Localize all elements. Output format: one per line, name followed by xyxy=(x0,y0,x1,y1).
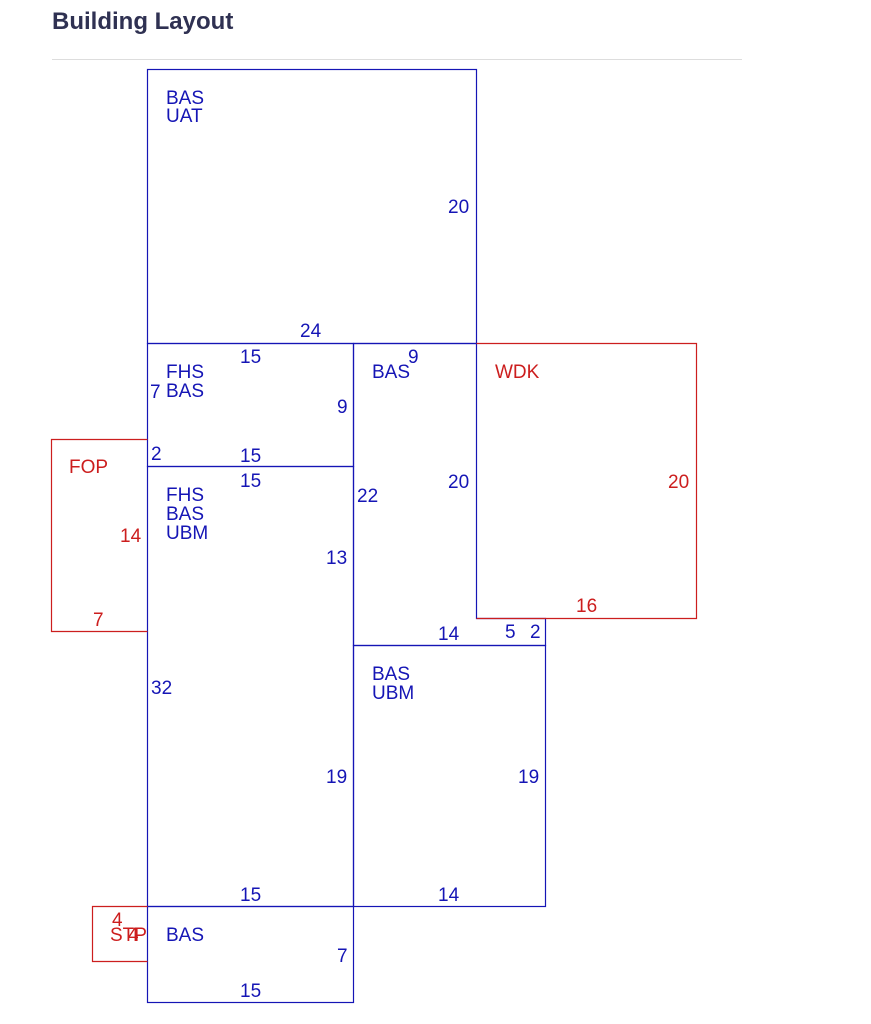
fhs-bas-ubm-code-1: FHS xyxy=(166,485,204,506)
dim-wdk-bottom: 16 xyxy=(576,596,597,617)
dim-fhs-upper-left: 7 xyxy=(150,382,161,403)
dim-fhs-upper-left-short: 2 xyxy=(151,444,162,465)
bas-center-outline xyxy=(352,342,547,647)
title-divider xyxy=(52,59,742,60)
upper-attic-code-2: UAT xyxy=(166,106,203,127)
bas-bottom-outline xyxy=(146,905,355,1004)
dim-stp-top: 4 xyxy=(112,910,123,931)
stoop-code-1: STP xyxy=(110,925,147,946)
stoop-outline xyxy=(91,905,148,963)
bas-ubm-right-code-1: BAS xyxy=(372,664,410,685)
bas-ubm-right-outline xyxy=(352,644,547,908)
dim-fhs-upper-top: 15 xyxy=(240,347,261,368)
dim-ubm-right-lower: 19 xyxy=(326,767,347,788)
dim-bas-ubm-right: 19 xyxy=(518,767,539,788)
dim-bas-ubm-bottom: 14 xyxy=(438,885,460,906)
dim-stp-side: 4 xyxy=(128,925,139,946)
fhs-bas-upper-code-2: BAS xyxy=(166,381,204,402)
page-title: Building Layout xyxy=(52,8,234,35)
dim-ubm-left: 32 xyxy=(151,678,172,699)
dim-ubm-right-upper: 13 xyxy=(326,548,347,569)
wood-deck-outline xyxy=(476,342,698,620)
dim-ubm-top: 15 xyxy=(240,471,261,492)
bas-bottom-code-1: BAS xyxy=(166,925,204,946)
dim-bas-center-top: 9 xyxy=(408,347,419,368)
fhs-bas-ubm-code-3: UBM xyxy=(166,523,208,544)
dim-step-5: 5 xyxy=(505,622,516,643)
dim-wdk-right: 20 xyxy=(668,472,689,493)
fhs-bas-ubm-code-2: BAS xyxy=(166,504,204,525)
dim-fhs-upper-bottom: 15 xyxy=(240,446,261,467)
dim-fop-bottom: 7 xyxy=(93,610,104,631)
front-porch-code-1: FOP xyxy=(69,457,108,478)
upper-attic-code-1: BAS xyxy=(166,88,204,109)
bas-center-code-1: BAS xyxy=(372,362,410,383)
dim-fhs-upper-right: 9 xyxy=(337,397,348,418)
dim-bas-center-bottom: 14 xyxy=(438,624,460,645)
dim-bas-center-left: 22 xyxy=(357,486,378,507)
dim-uat-top-width: 24 xyxy=(300,321,322,342)
bas-ubm-right-code-2: UBM xyxy=(372,683,414,704)
dim-step-2: 2 xyxy=(530,622,541,643)
dim-fop-right: 14 xyxy=(120,526,142,547)
front-porch-outline xyxy=(50,438,148,633)
dim-ubm-bottom: 15 xyxy=(240,885,261,906)
wood-deck-code-1: WDK xyxy=(495,362,540,383)
dim-bas-center-right: 20 xyxy=(448,472,469,493)
dim-uat-right: 20 xyxy=(448,197,469,218)
dim-bas-bottom-right: 7 xyxy=(337,946,348,967)
dim-bas-bottom-bottom: 15 xyxy=(240,981,261,1002)
fhs-bas-upper-code-1: FHS xyxy=(166,362,204,383)
